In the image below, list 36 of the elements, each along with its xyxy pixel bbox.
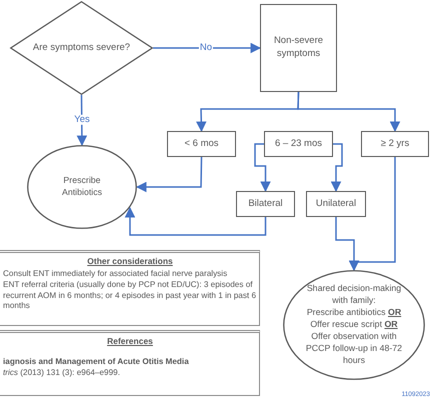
node-label: Are symptoms severe?	[32, 42, 130, 54]
arrow	[76, 95, 88, 146]
note-heading: References	[107, 336, 153, 348]
node-label: 6 – 23 mos	[275, 138, 322, 150]
process-box	[306, 191, 366, 217]
node-label: Non-severe symptoms	[272, 35, 324, 61]
node-label: Offer rescue script OR	[310, 319, 398, 331]
node-label: Prescribe antibiotics OR	[306, 307, 402, 320]
edge-label: Yes	[73, 114, 91, 126]
arrow	[153, 42, 262, 54]
note-box	[0, 250, 260, 326]
arrow	[348, 157, 396, 272]
process-box	[260, 4, 337, 92]
arrow	[254, 143, 271, 192]
process-box	[361, 131, 429, 157]
node-label: Shared decision-making with family:	[306, 283, 402, 308]
node-label: Bilateral	[248, 198, 283, 210]
note-heading: Other considerations	[87, 256, 173, 268]
node-label: Offer observation with PCCP follow-up in 48-72 hours	[305, 330, 403, 367]
arrow	[136, 156, 202, 192]
arrow	[297, 92, 400, 132]
edge-label: No	[198, 42, 214, 54]
process-box	[167, 131, 236, 157]
node-label: Unilateral	[316, 198, 356, 210]
arrow	[124, 206, 266, 236]
process-box	[264, 131, 333, 157]
node-label: < 6 mos	[184, 138, 219, 150]
note-text: Consult ENT immediately for associated facial nerve paralysis	[3, 269, 228, 280]
arrow	[330, 143, 343, 192]
node-label: ≥ 2 yrs	[380, 138, 410, 150]
process-box	[236, 191, 295, 217]
node-label: Prescribe Antibiotics	[60, 175, 104, 199]
reference-text: trics (2013) 131 (3): e964–e999.	[3, 368, 121, 379]
note-text: ENT referral criteria (usually done by PCP not ED/UC): 3 episodes of recurrent AOM in 6 months; or 4 episodes in past year with 1 in past 6 months	[3, 280, 257, 312]
note-box	[0, 330, 260, 396]
reference-text: iagnosis and Management of Acute Otitis Media	[3, 357, 190, 368]
